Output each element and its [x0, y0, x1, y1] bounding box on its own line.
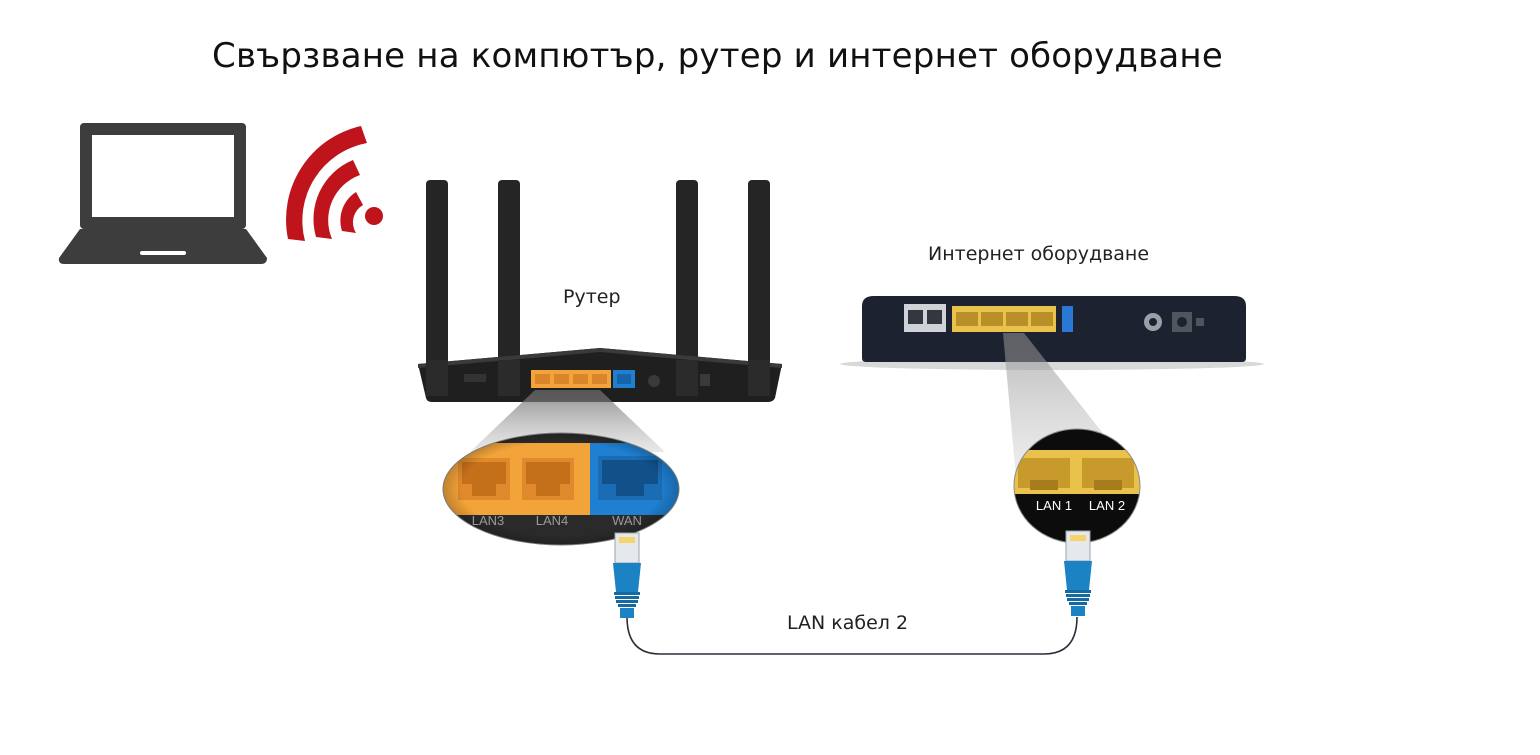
modem-label: Интернет оборудване: [928, 243, 1150, 265]
router-zoom-outline: [442, 432, 680, 546]
router-antenna-3: [676, 180, 698, 392]
router-label: Рутер: [563, 286, 621, 308]
router-antenna-1: [426, 180, 448, 392]
lan-cable-label: LAN кабел 2: [787, 612, 909, 634]
modem-device: [840, 296, 1264, 370]
rj45-connector-right-icon: [1064, 530, 1092, 616]
modem-zoom-label-lan2: LAN 2: [1089, 498, 1125, 513]
modem-ports-zoom: [1014, 429, 1140, 543]
router-zoom-label-lan3: LAN3: [472, 513, 505, 528]
lan-cable-line: [626, 616, 1078, 655]
laptop-icon: [58, 123, 267, 264]
router-zoom-label-wan: WAN: [612, 513, 642, 528]
router-power-button: [648, 375, 660, 387]
modem-usb-port: [1062, 306, 1073, 332]
router-antenna-4: [748, 180, 770, 392]
router-antenna-2: [498, 180, 520, 392]
rj45-connector-left-icon: [613, 532, 641, 618]
router-device: [418, 180, 782, 402]
diagram-title: Свързване на компютър, рутер и интернет …: [212, 36, 1223, 76]
wifi-signal-icon: [286, 126, 383, 241]
modem-zoom-label-lan1: LAN 1: [1036, 498, 1072, 513]
router-ports-zoom: [443, 433, 679, 545]
router-zoom-label-lan4: LAN4: [536, 513, 569, 528]
router-lan-ports: [531, 370, 611, 388]
